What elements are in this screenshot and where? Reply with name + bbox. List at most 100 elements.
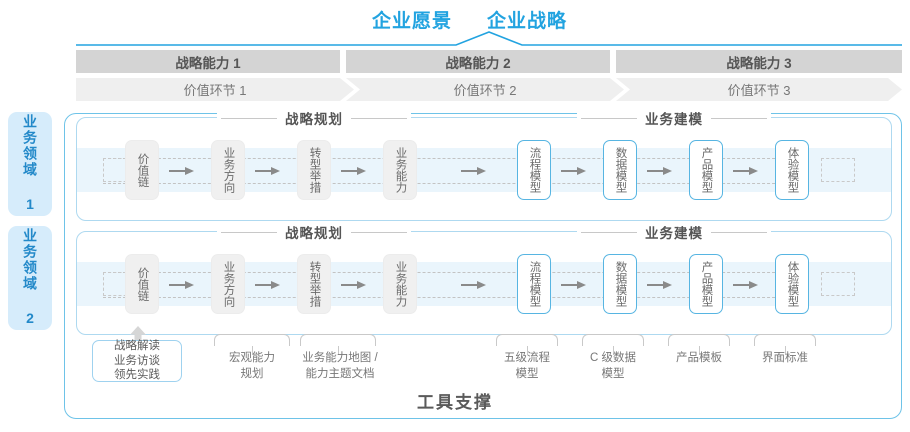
step-product-model[interactable]: 产品模型	[689, 254, 723, 314]
tool-label-process-model: 五级流程 模型	[504, 352, 550, 380]
step-process-model[interactable]: 流程模型	[517, 254, 551, 314]
title-enterprise-strategy: 企业战略	[487, 11, 568, 32]
brace-stem	[785, 346, 786, 355]
chevron-shape	[346, 78, 624, 101]
rule-right	[711, 231, 767, 233]
step-label: 数据模型	[614, 147, 627, 193]
step-experience-model[interactable]: 体验模型	[775, 254, 809, 314]
brace-stem	[252, 346, 253, 355]
step-label: 业务方向	[222, 147, 235, 193]
domain-row-2: 战略规划 业务建模 价值链 业务方向 转型举措 业务能力 流程模型	[76, 221, 892, 335]
connector-arrow	[341, 281, 367, 289]
step-value-chain[interactable]: 价值链	[125, 254, 159, 314]
tool-label-product-template: 产品模板	[676, 352, 722, 364]
dashed-rail	[103, 272, 805, 298]
value-chain-bar-1: 价值环节 1	[76, 78, 354, 101]
value-chain-bar-2: 价值环节 2	[346, 78, 624, 101]
connector-arrow	[255, 281, 281, 289]
title-enterprise-vision: 企业愿景	[372, 11, 453, 32]
domain-tag-1: 业务领域 1	[8, 112, 52, 216]
section-title: 业务建模	[645, 226, 703, 241]
apex-connector-line	[76, 31, 902, 46]
connector-arrow	[561, 167, 587, 175]
tool-label-interface-standard: 界面标准	[762, 352, 808, 364]
capability-label: 战略能力 2	[445, 55, 511, 71]
placeholder-end	[821, 158, 855, 182]
domain-label: 业务领域 2	[22, 228, 38, 328]
step-value-chain[interactable]: 价值链	[125, 140, 159, 200]
connector-arrow	[461, 281, 487, 289]
rule-right	[351, 231, 407, 233]
section-header-planning: 战略规划	[217, 107, 411, 129]
step-label: 数据模型	[614, 261, 627, 307]
capability-bar-3: 战略能力 3	[616, 50, 902, 73]
placeholder-end	[821, 272, 855, 296]
section-title: 战略规划	[285, 112, 343, 127]
brace-macro-capability	[214, 334, 290, 355]
step-data-model[interactable]: 数据模型	[603, 140, 637, 200]
tool-box-strategy-interpretation[interactable]: 战略解读 业务访谈 领先实践	[92, 340, 182, 382]
capability-bar-2: 战略能力 2	[346, 50, 610, 73]
rule-left	[581, 231, 637, 233]
step-business-direction[interactable]: 业务方向	[211, 254, 245, 314]
value-chain-bar-3: 价值环节 3	[616, 78, 902, 101]
step-label: 业务方向	[222, 261, 235, 307]
step-label: 转型举措	[308, 147, 321, 193]
rule-right	[711, 117, 767, 119]
rule-left	[581, 117, 637, 119]
connector-arrow	[169, 281, 195, 289]
connector-arrow	[561, 281, 587, 289]
section-header-planning: 战略规划	[217, 221, 411, 243]
step-label: 价值链	[136, 152, 149, 188]
step-data-model[interactable]: 数据模型	[603, 254, 637, 314]
domain-row-1: 战略规划 业务建模 价值链 业务方向 转型举措 业务能力 流程模型	[76, 107, 892, 221]
section-header-modeling: 业务建模	[577, 107, 771, 129]
capability-label: 战略能力 1	[175, 55, 241, 71]
tool-label: 战略解读 业务访谈 领先实践	[114, 339, 160, 382]
connector-arrow	[255, 167, 281, 175]
connector-arrow	[341, 167, 367, 175]
brace-process-model	[496, 334, 558, 355]
domain-tag-2: 业务领域 2	[8, 226, 52, 330]
rule-left	[221, 231, 277, 233]
step-transformation-measures[interactable]: 转型举措	[297, 140, 331, 200]
brace-product-template	[668, 334, 730, 355]
brace-interface-standard	[754, 334, 816, 355]
step-business-capability[interactable]: 业务能力	[383, 140, 417, 200]
section-header-modeling: 业务建模	[577, 221, 771, 243]
step-label: 体验模型	[786, 147, 799, 193]
step-label: 流程模型	[528, 261, 541, 307]
step-business-capability[interactable]: 业务能力	[383, 254, 417, 314]
step-label: 产品模型	[700, 147, 713, 193]
connector-arrow	[169, 167, 195, 175]
step-experience-model[interactable]: 体验模型	[775, 140, 809, 200]
connector-arrow	[461, 167, 487, 175]
step-product-model[interactable]: 产品模型	[689, 140, 723, 200]
step-label: 业务能力	[394, 147, 407, 193]
brace-stem	[527, 346, 528, 355]
step-label: 价值链	[136, 266, 149, 302]
brace-capability-map	[300, 334, 376, 355]
connector-arrow	[647, 167, 673, 175]
dashed-rail	[103, 158, 805, 184]
brace-data-model	[582, 334, 644, 355]
tool-label-capability-map: 业务能力地图 / 能力主题文档	[302, 352, 378, 380]
section-title: 业务建模	[645, 112, 703, 127]
step-transformation-measures[interactable]: 转型举措	[297, 254, 331, 314]
step-label: 流程模型	[528, 147, 541, 193]
brace-stem	[338, 346, 339, 355]
section-title: 战略规划	[285, 226, 343, 241]
step-label: 业务能力	[394, 261, 407, 307]
chevron-shape	[76, 78, 354, 101]
step-business-direction[interactable]: 业务方向	[211, 140, 245, 200]
outer-frame	[64, 113, 902, 419]
chevron-shape	[616, 78, 902, 101]
step-label: 产品模型	[700, 261, 713, 307]
step-label: 转型举措	[308, 261, 321, 307]
connector-arrow	[733, 281, 759, 289]
step-process-model[interactable]: 流程模型	[517, 140, 551, 200]
rule-right	[351, 117, 407, 119]
value-chain-label: 价值环节 1	[183, 83, 247, 98]
value-chain-label: 价值环节 2	[453, 83, 517, 98]
